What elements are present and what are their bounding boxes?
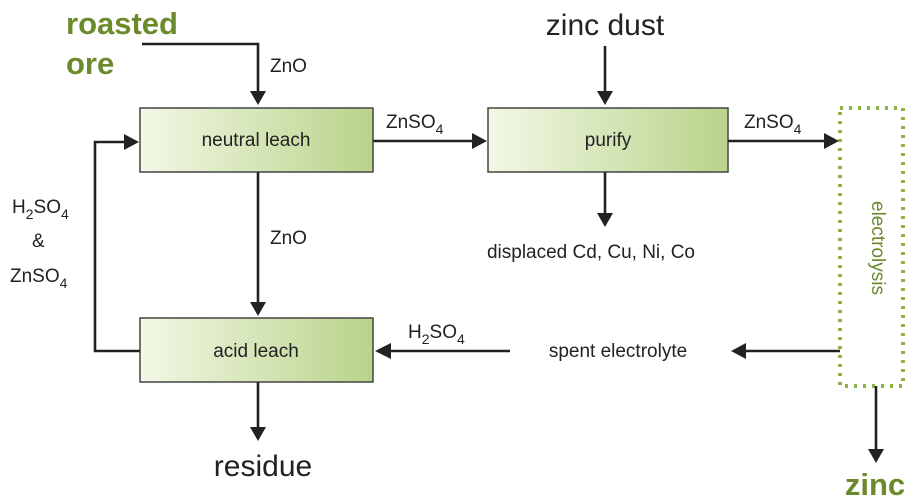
- neutral-to-purify-arrowhead: [472, 133, 487, 149]
- electrolysis-box: [838, 106, 905, 388]
- residue-label: residue: [214, 450, 312, 483]
- h2so4-return-label: H2SO4: [408, 322, 465, 347]
- purify-to-electrolysis-arrowhead: [824, 133, 839, 149]
- recycle-h2so4-label: H2SO4: [12, 197, 69, 222]
- roasted-ore-line: [142, 42, 260, 92]
- recycle-loop-line: [93, 140, 140, 353]
- displaced-metals-label: displaced Cd, Cu, Ni, Co: [487, 242, 695, 263]
- spent-to-acid-arrowhead: [375, 343, 391, 359]
- purify-to-displaced-arrowhead: [597, 213, 613, 227]
- zinc-output-label: zinc: [845, 467, 905, 499]
- purify-label: purify: [585, 130, 632, 151]
- znso4-to-electrolysis-label: ZnSO4: [744, 112, 802, 137]
- zinc-dust-arrowhead: [597, 91, 613, 105]
- neutral-leach-box: [139, 107, 374, 173]
- roasted-ore-label-line2: ore: [66, 46, 114, 81]
- zno-middle-label: ZnO: [270, 228, 307, 249]
- recycle-and-label: &: [32, 231, 45, 252]
- electrolysis-to-spent-arrowhead: [731, 343, 746, 359]
- zno-input-label: ZnO: [270, 56, 307, 77]
- acid-leach-box: [139, 317, 374, 383]
- znso4-to-purify-label: ZnSO4: [386, 112, 444, 137]
- zinc-dust-label: zinc dust: [546, 9, 665, 42]
- recycle-znso4-label: ZnSO4: [10, 266, 68, 291]
- neutral-to-acid-arrowhead: [250, 302, 266, 316]
- electrolysis-to-zinc-arrowhead: [868, 449, 884, 463]
- recycle-loop-arrowhead: [124, 134, 139, 150]
- purify-box: [487, 107, 729, 173]
- acid-leach-label: acid leach: [213, 341, 299, 362]
- spent-electrolyte-label: spent electrolyte: [549, 341, 687, 362]
- electrolysis-label: electrolysis: [867, 201, 888, 295]
- neutral-leach-label: neutral leach: [202, 130, 311, 151]
- roasted-ore-label-line1: roasted: [66, 6, 178, 41]
- roasted-ore-arrowhead: [250, 91, 266, 105]
- acid-to-residue-arrowhead: [250, 427, 266, 441]
